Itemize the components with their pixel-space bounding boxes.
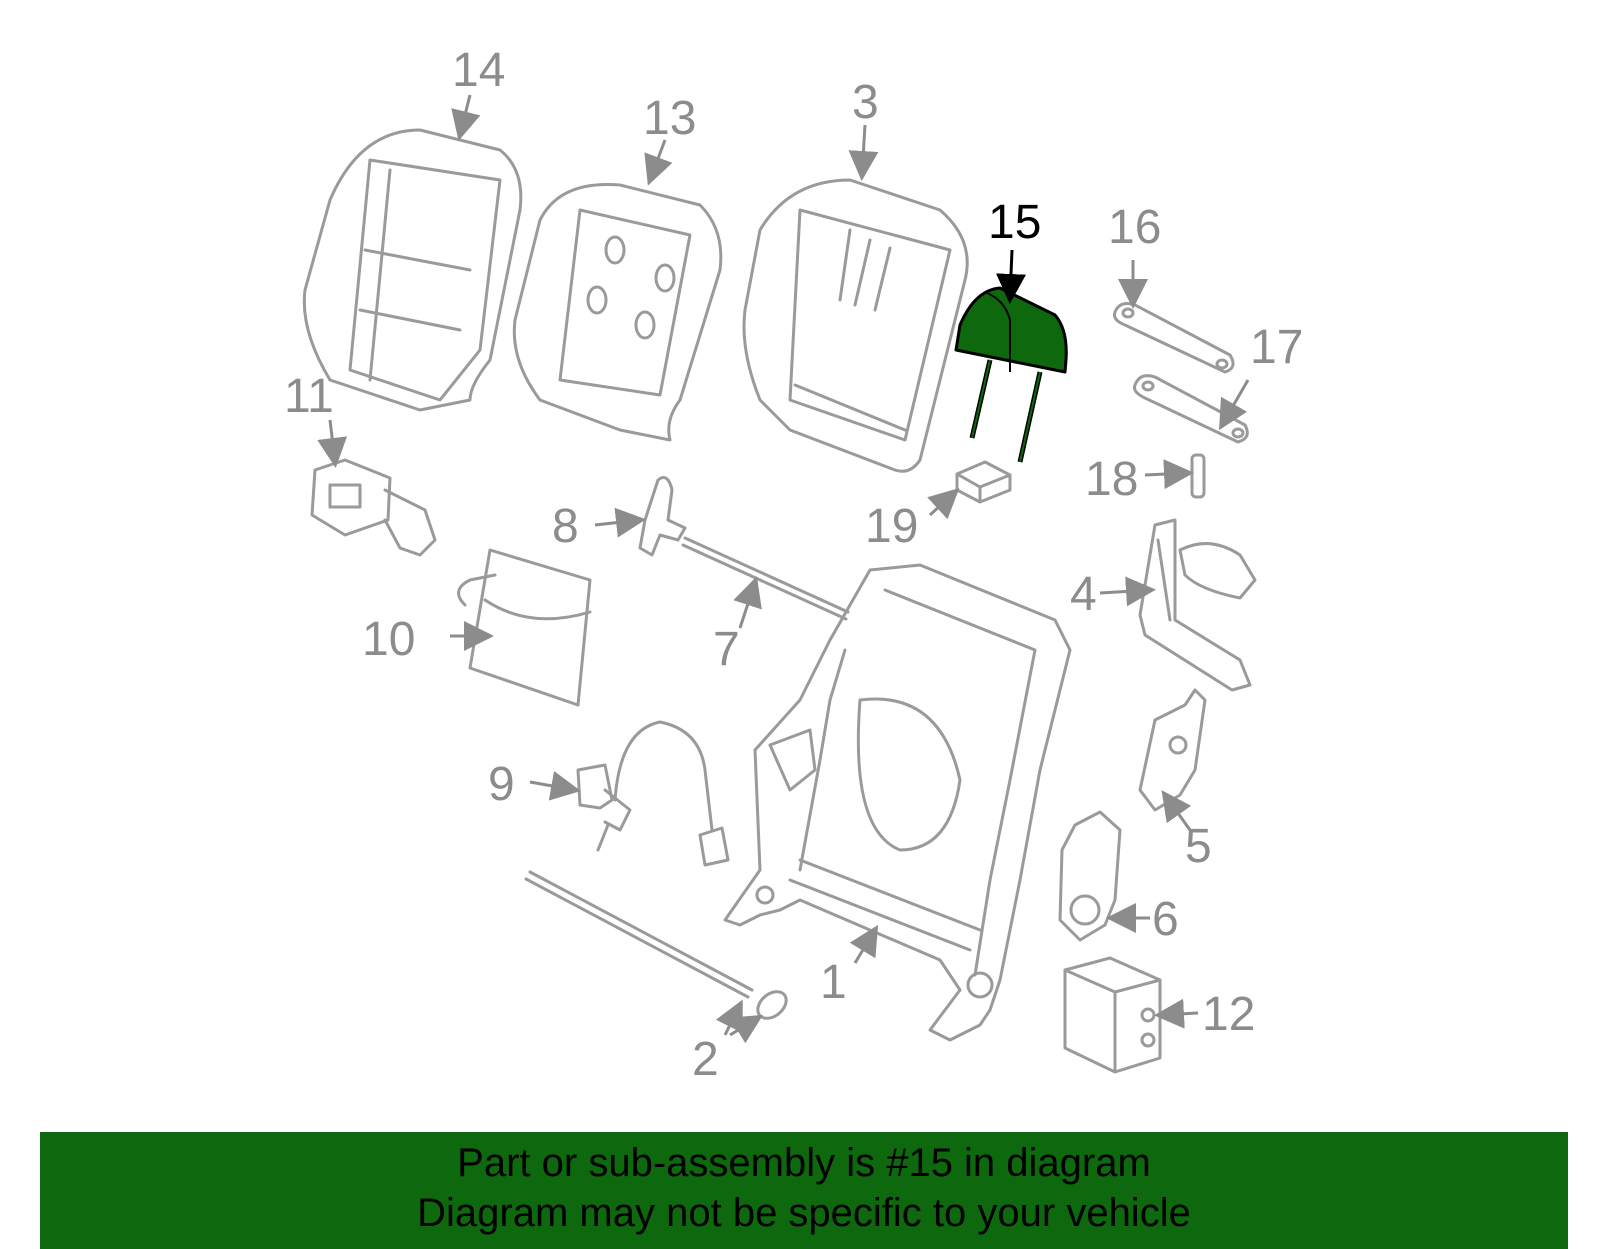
leader-7 xyxy=(733,576,762,629)
leader-5 xyxy=(1161,790,1192,831)
leader-3 xyxy=(848,124,879,181)
callout-15: 15 xyxy=(988,196,1041,249)
part-18-pin[interactable] xyxy=(1190,453,1206,499)
part-4-motor[interactable] xyxy=(1138,518,1257,692)
part-15-headrest[interactable] xyxy=(954,286,1068,463)
leader-4 xyxy=(1099,576,1156,607)
part-9-harness[interactable] xyxy=(576,720,730,867)
leader-1 xyxy=(849,924,879,964)
part-19-block[interactable] xyxy=(955,460,1012,504)
part-5-actuator[interactable] xyxy=(1138,688,1207,812)
callout-8: 8 xyxy=(552,500,579,553)
leader-8 xyxy=(594,507,646,538)
callout-11: 11 xyxy=(284,370,334,423)
part-2-rod-clip[interactable] xyxy=(524,870,791,1024)
callout-13: 13 xyxy=(643,92,696,145)
callout-16: 16 xyxy=(1108,201,1161,254)
callout-18: 18 xyxy=(1085,453,1138,506)
part-11-switch[interactable] xyxy=(310,458,437,557)
part-14-seatback-cover[interactable] xyxy=(302,128,523,412)
leader-13 xyxy=(644,139,673,186)
footer-banner: Part or sub-assembly is #15 in diagram D… xyxy=(40,1132,1568,1249)
callout-17: 17 xyxy=(1250,321,1303,374)
leader-18 xyxy=(1144,459,1194,490)
callout-6: 6 xyxy=(1152,893,1179,946)
callout-3: 3 xyxy=(852,76,879,129)
part-12-module[interactable] xyxy=(1063,956,1162,1074)
leader-15 xyxy=(996,249,1026,304)
callout-14: 14 xyxy=(452,44,505,97)
callout-7: 7 xyxy=(713,623,740,676)
part-13-seatback-pad[interactable] xyxy=(512,182,723,442)
leader-9 xyxy=(529,771,581,801)
callout-1: 1 xyxy=(820,956,847,1009)
leader-12 xyxy=(1154,998,1199,1029)
leader-17 xyxy=(1218,379,1250,431)
parts-diagram: 14 13 3 15 16 17 18 19 11 8 7 4 10 5 6 9… xyxy=(284,44,1303,1086)
callout-19: 19 xyxy=(865,500,918,553)
part-16-bracket[interactable] xyxy=(1113,302,1235,374)
leader-19 xyxy=(927,487,960,520)
callout-2: 2 xyxy=(692,1033,719,1086)
footer-line-2: Diagram may not be specific to your vehi… xyxy=(417,1191,1191,1235)
part-8-knob[interactable] xyxy=(638,476,687,557)
callout-4: 4 xyxy=(1070,568,1097,621)
part-3-seatback-shell[interactable] xyxy=(742,178,969,473)
part-1-seat-frame[interactable] xyxy=(723,563,1072,1042)
callout-12: 12 xyxy=(1202,988,1255,1041)
callout-10: 10 xyxy=(362,613,415,666)
part-10-pocket[interactable] xyxy=(457,548,592,707)
footer-line-1: Part or sub-assembly is #15 in diagram xyxy=(457,1141,1151,1185)
callout-5: 5 xyxy=(1185,820,1212,873)
leader-11 xyxy=(317,419,348,468)
part-7-rod[interactable] xyxy=(681,536,850,621)
callout-9: 9 xyxy=(488,758,515,811)
leader-14 xyxy=(451,94,481,141)
part-6-motor[interactable] xyxy=(1058,810,1122,942)
leader-2b xyxy=(729,1014,764,1044)
